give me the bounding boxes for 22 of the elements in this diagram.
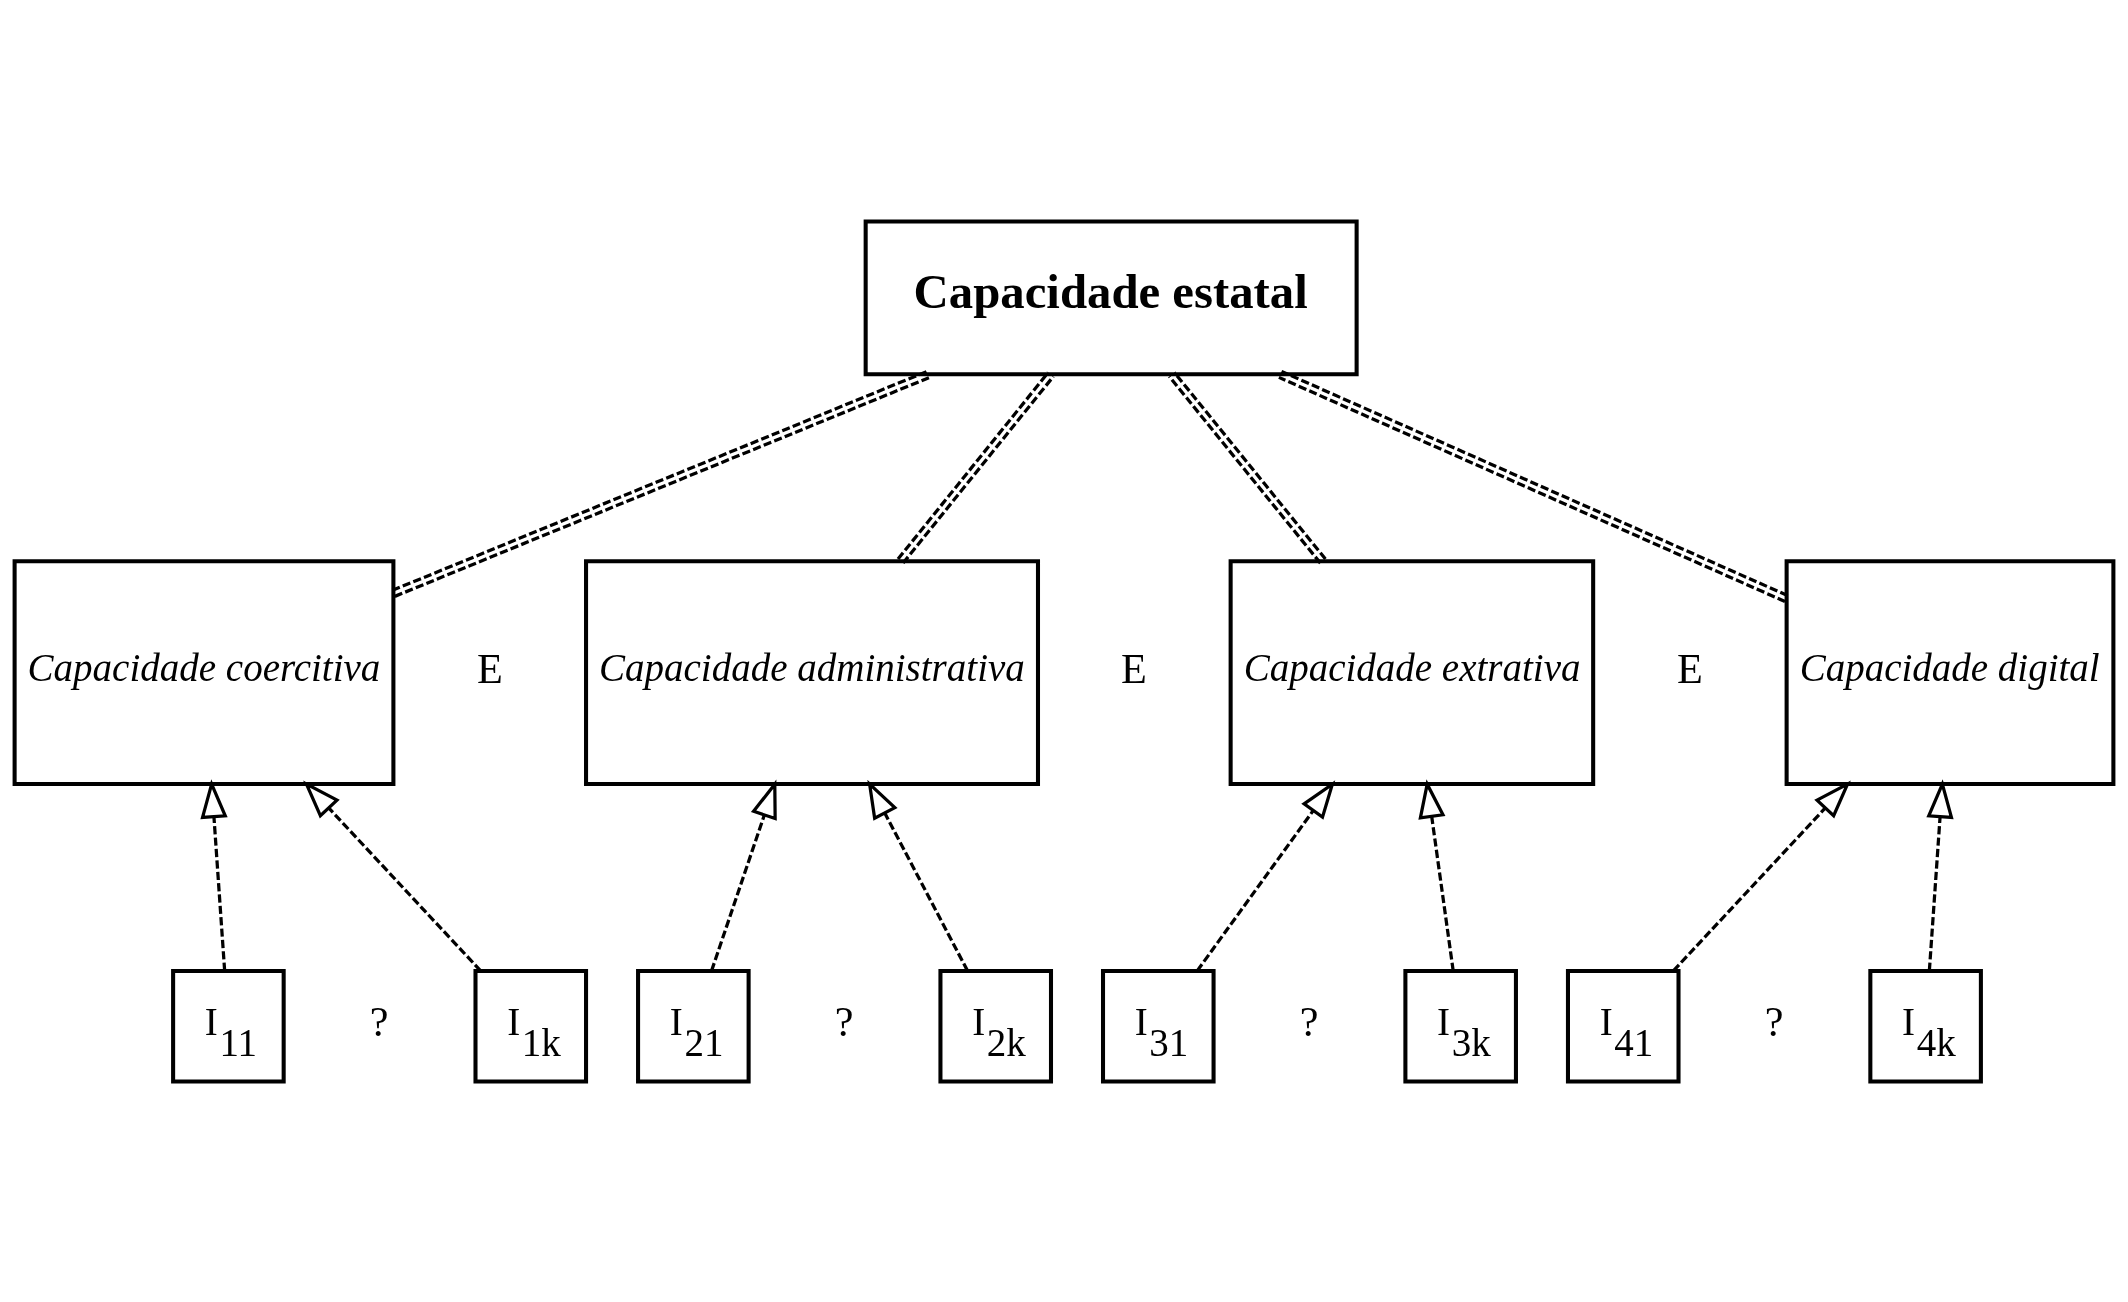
label: E [1120, 644, 1147, 692]
arrow [1196, 779, 1336, 972]
label: ? [834, 997, 854, 1045]
label: E [477, 644, 503, 692]
arrow [1926, 778, 1954, 971]
label: ? [1299, 997, 1319, 1045]
arrow [710, 779, 777, 971]
node-box: Capacidade estatal [863, 218, 1359, 376]
node-box: Capacidade coercitiva [12, 558, 396, 786]
arrow [303, 780, 482, 972]
label: ? [1764, 997, 1784, 1045]
label: ? [369, 997, 389, 1045]
connector [1168, 370, 1327, 564]
arrow [867, 779, 969, 971]
node-box: Capacidade extrativa [1228, 558, 1596, 786]
node-box: Capacidade digital [1784, 558, 2116, 786]
label: E [1676, 644, 1703, 692]
arrow [1418, 778, 1455, 971]
arrow [1672, 780, 1851, 972]
node-box: Capacidade administrativa [584, 558, 1040, 786]
arrow [200, 778, 228, 971]
connector [896, 370, 1055, 564]
